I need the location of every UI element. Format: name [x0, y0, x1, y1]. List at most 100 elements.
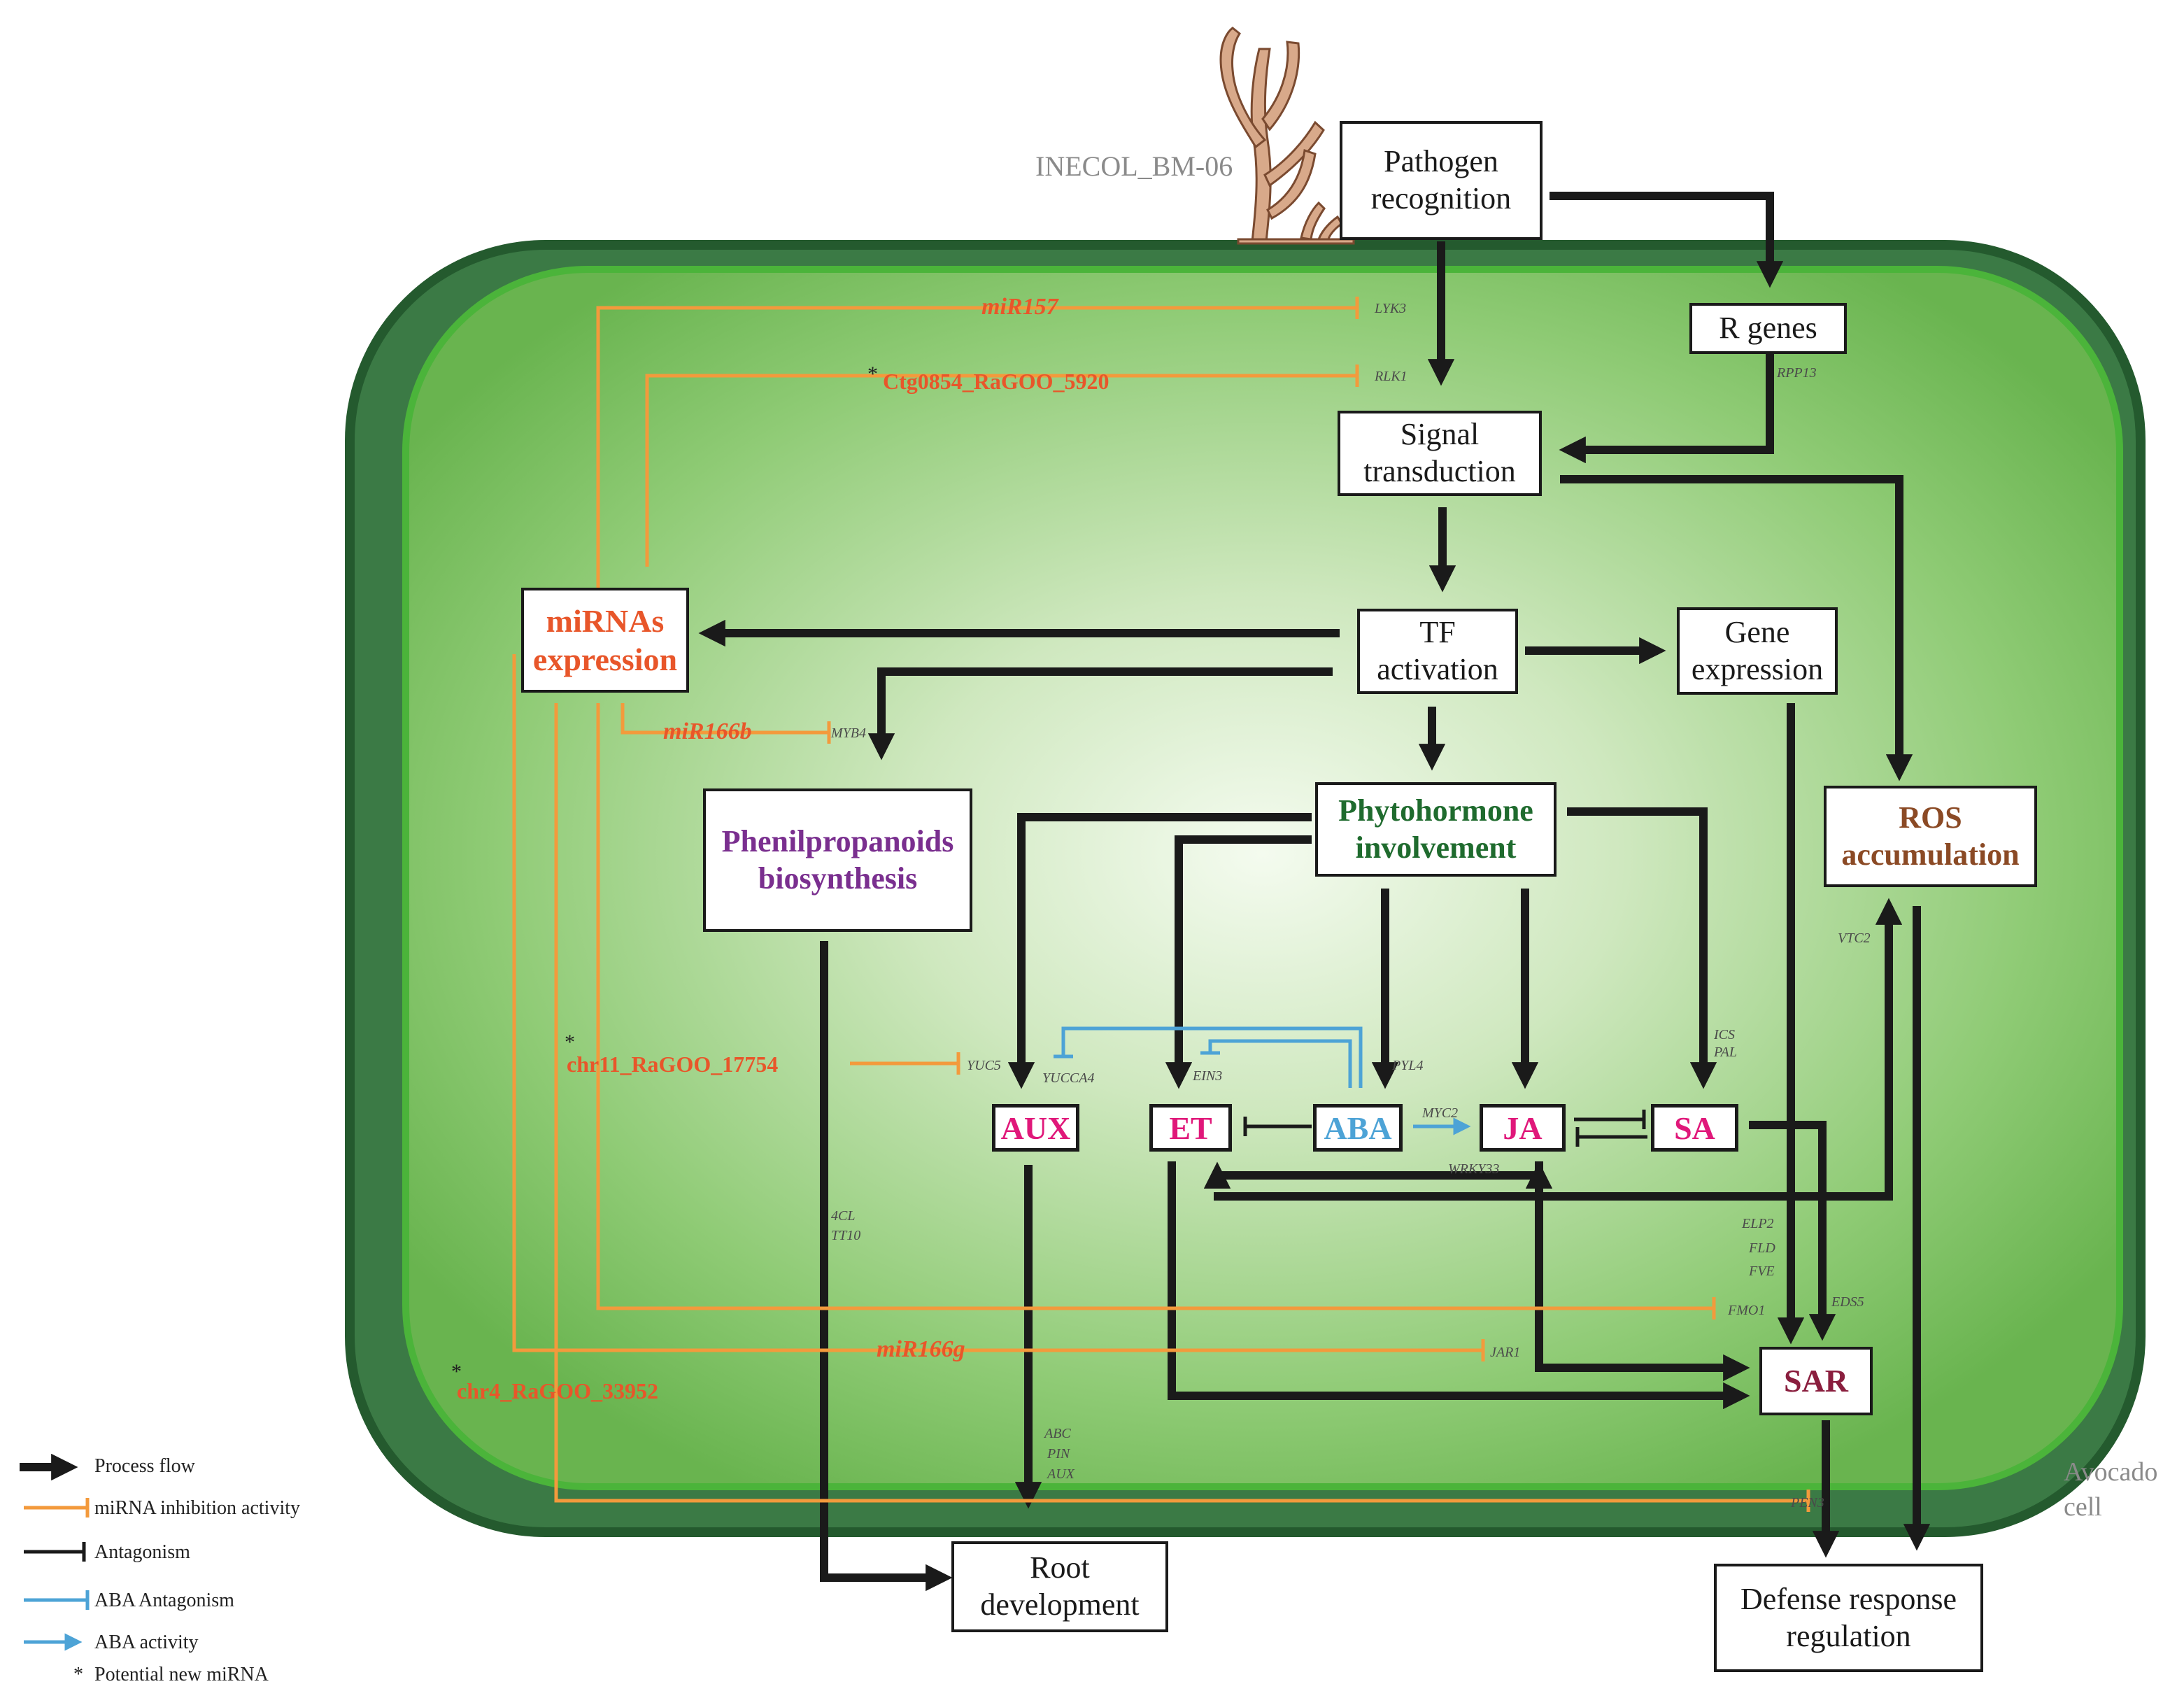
gene-eds5: EDS5	[1831, 1294, 1864, 1310]
gene-4cl: 4CL	[831, 1208, 856, 1224]
legend-aba-antagonism: ABA Antagonism	[94, 1590, 234, 1611]
flow-rgenes-to-signal	[1559, 353, 1774, 464]
root-development-line2: development	[980, 1587, 1140, 1622]
gene-vtc2: VTC2	[1838, 931, 1871, 946]
root-development-line1: Root	[1030, 1550, 1090, 1585]
ja-box: JA	[1480, 1104, 1566, 1152]
gene-aux: AUX	[1047, 1466, 1075, 1482]
legend-symbols	[20, 1453, 90, 1651]
gene-jar1: JAR1	[1490, 1345, 1521, 1360]
process-flow-arrows	[698, 192, 1931, 1592]
mirna-chr4: chr4_RaGOO_33952	[457, 1378, 658, 1403]
sar-box: SAR	[1759, 1347, 1873, 1415]
gene-expression-line1: Gene	[1724, 614, 1790, 649]
signal-transduction-line2: transduction	[1363, 454, 1516, 488]
chr11-star: *	[565, 1031, 575, 1054]
tf-activation-line1: TF	[1419, 615, 1456, 650]
flow-ja-to-sar	[1535, 1161, 1750, 1382]
aux-label: AUX	[1000, 1110, 1071, 1146]
flow-tf-to-phenil	[867, 667, 1333, 760]
gene-myb4: MYB4	[831, 726, 866, 741]
mirnas-expression-line2: expression	[532, 642, 678, 677]
signal-transduction-box: Signal transduction	[1338, 411, 1542, 496]
gene-yuc5: YUC5	[967, 1058, 1001, 1073]
legend-antagonism: Antagonism	[94, 1541, 190, 1563]
sa-label: SA	[1674, 1110, 1715, 1146]
gene-rpp13: RPP13	[1777, 365, 1817, 381]
gene-abc: ABC	[1044, 1426, 1071, 1441]
antagonism-links	[1243, 1110, 1647, 1147]
aba-label: ABA	[1324, 1110, 1392, 1146]
flow-phenil-to-root	[820, 941, 953, 1592]
mirnas-expression-box: miRNAs expression	[521, 588, 689, 693]
flow-ros-to-et	[1203, 1161, 1539, 1189]
gene-pyl4: PYL4	[1392, 1058, 1424, 1073]
root-development-box: Root development	[951, 1541, 1168, 1632]
phenilpropanoids-line1: Phenilpropanoids	[721, 823, 954, 858]
mirna-chr11: chr11_RaGOO_17754	[567, 1052, 779, 1077]
ja-label: JA	[1503, 1110, 1543, 1146]
gene-elp2: ELP2	[1742, 1216, 1774, 1231]
flow-phyto-to-sa	[1567, 807, 1717, 1089]
flow-signal-to-ros	[1560, 475, 1913, 781]
legend-aba-activity: ABA activity	[94, 1632, 199, 1653]
aba-box: ABA	[1313, 1104, 1403, 1152]
flow-et-to-sar	[1168, 1161, 1750, 1410]
organism-label: INECOL_BM-06	[1035, 150, 1233, 182]
r-genes-label: R genes	[1719, 311, 1817, 346]
cell-body	[402, 266, 2123, 1490]
mirna-inhibition-links	[512, 297, 1810, 1512]
pathogen-recognition-line2: recognition	[1370, 181, 1512, 215]
sar-label: SAR	[1783, 1363, 1849, 1399]
phytohormone-box: Phytohormone involvement	[1315, 782, 1557, 877]
gene-lyk3: LYK3	[1375, 301, 1407, 316]
aux-box: AUX	[992, 1104, 1079, 1152]
defense-response-line2: regulation	[1786, 1618, 1911, 1653]
gene-yucca4: YUCCA4	[1042, 1070, 1095, 1086]
flow-phyto-to-aux	[1007, 813, 1312, 1089]
fungus-icon	[1219, 27, 1355, 245]
mirnas-expression-line1: miRNAs	[546, 602, 665, 639]
gene-expression-box: Gene expression	[1677, 607, 1838, 695]
gene-myc2: MYC2	[1422, 1105, 1459, 1121]
mirna-mir157: miR157	[981, 294, 1058, 320]
gene-pen3: PEN3	[1791, 1495, 1824, 1510]
flow-ja-et-to-ros	[1214, 898, 1903, 1201]
pathogen-recognition-line1: Pathogen	[1384, 144, 1498, 179]
defense-response-box: Defense response regulation	[1714, 1564, 1983, 1672]
gene-fmo1: FMO1	[1728, 1303, 1766, 1318]
pathogen-recognition-box: Pathogen recognition	[1340, 121, 1543, 240]
legend-potential-new-mirna: Potential new miRNA	[94, 1664, 269, 1685]
gene-ein3: EIN3	[1193, 1068, 1223, 1084]
gene-fld: FLD	[1749, 1240, 1775, 1256]
gene-pal: PAL	[1714, 1045, 1737, 1060]
tf-activation-line2: activation	[1377, 652, 1498, 686]
ros-line2: accumulation	[1841, 837, 2020, 872]
ctg0854-star: *	[867, 362, 878, 385]
mirna-mir166b: miR166b	[663, 719, 752, 744]
gene-wrky33: WRKY33	[1448, 1161, 1500, 1177]
cell-label-line2: cell	[2064, 1492, 2102, 1522]
phytohormone-line2: involvement	[1355, 830, 1517, 865]
flow-pathogen-to-rgenes	[1550, 192, 1784, 288]
gene-pin: PIN	[1047, 1446, 1070, 1462]
defense-response-line1: Defense response	[1740, 1581, 1957, 1616]
flow-sa-to-sar	[1749, 1121, 1836, 1341]
r-genes-box: R genes	[1689, 303, 1847, 354]
gene-rlk1: RLK1	[1375, 369, 1407, 384]
gene-fve: FVE	[1749, 1264, 1775, 1279]
mirna-ctg0854: Ctg0854_RaGOO_5920	[883, 369, 1109, 394]
flow-phyto-to-et	[1165, 835, 1312, 1089]
phenilpropanoids-box: Phenilpropanoids biosynthesis	[703, 788, 972, 932]
gene-tt10: TT10	[831, 1228, 861, 1243]
mirna-mir166g: miR166g	[877, 1336, 965, 1362]
phenilpropanoids-line2: biosynthesis	[758, 861, 918, 896]
et-label: ET	[1169, 1110, 1212, 1146]
ros-line1: ROS	[1899, 800, 1962, 835]
tf-activation-box: TF activation	[1357, 609, 1518, 694]
legend-process-flow: Process flow	[94, 1455, 195, 1477]
aba-antagonism-links	[1054, 1026, 1363, 1088]
legend-mirna-inhibition: miRNA inhibition activity	[94, 1497, 300, 1519]
